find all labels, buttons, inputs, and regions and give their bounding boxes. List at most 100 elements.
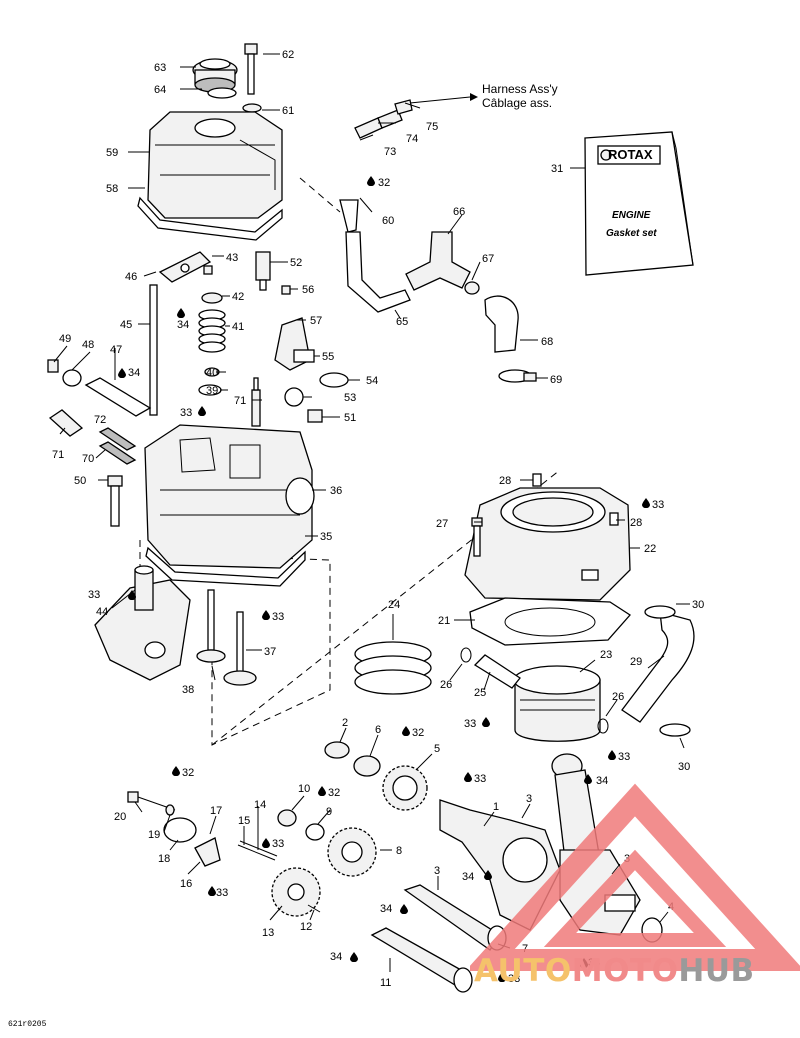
callout: 28 [499, 475, 511, 487]
callout: 61 [282, 105, 294, 117]
callout: 49 [59, 333, 71, 345]
callout: 28 [630, 517, 642, 529]
clamp-69 [498, 369, 537, 383]
callout: 3 [434, 865, 440, 877]
push-rod [149, 284, 158, 416]
plug-left [47, 359, 82, 387]
drop-icon [262, 610, 270, 620]
washer-9 [305, 823, 325, 841]
callout: 2 [342, 717, 348, 729]
callout: 50 [74, 475, 86, 487]
callout: 74 [406, 133, 418, 145]
piston [513, 665, 601, 742]
drop-icon [177, 308, 185, 318]
callout: 53 [344, 392, 356, 404]
dowel-28b [609, 512, 619, 526]
temp-sensor [48, 409, 84, 437]
nut-6 [353, 755, 381, 777]
callout: 43 [226, 252, 238, 264]
callout: 42 [232, 291, 244, 303]
callout: 41 [232, 321, 244, 333]
callout: 1 [493, 801, 499, 813]
callout: 6 [375, 724, 381, 736]
dowel-28a [532, 473, 542, 487]
callout: 35 [320, 531, 332, 543]
callout: 11 [380, 977, 391, 989]
head-gasket [145, 546, 306, 587]
dowel-pins [98, 427, 137, 465]
watermark-moto: MOTO [571, 953, 679, 989]
cylinder-base-gasket [469, 597, 631, 646]
callout: 32 [182, 767, 194, 779]
washer-19 [165, 804, 175, 816]
crankshaft [439, 799, 561, 931]
valve-cover [147, 111, 283, 219]
callout: 3 [526, 793, 532, 805]
callout: 32 [328, 787, 340, 799]
gear-13 [271, 867, 321, 917]
sensor-52 [255, 251, 271, 291]
callout: 31 [551, 163, 563, 175]
oil-filler-cap [192, 58, 238, 93]
callout-numbers: 62 63 64 61 59 58 75 74 73 31 32 60 66 6… [52, 49, 704, 989]
drop-icon [482, 717, 490, 727]
intake-valve [196, 589, 226, 663]
booklet-title: ENGINE [612, 210, 651, 221]
oring-54 [319, 372, 349, 388]
callout: 44 [96, 606, 108, 618]
gear-5 [382, 765, 428, 811]
callout: 19 [148, 829, 160, 841]
callout: 56 [302, 284, 314, 296]
callout: 33 [180, 407, 192, 419]
drop-icon [608, 750, 616, 760]
spark-plug [251, 377, 261, 427]
clamp-30a [644, 605, 676, 619]
circlip-26b [597, 718, 609, 734]
watermark-triangle-logo [470, 783, 800, 971]
stud-27 [471, 517, 483, 557]
callout: 15 [238, 815, 250, 827]
callout: 9 [326, 806, 332, 818]
callout: 75 [426, 121, 438, 133]
callout: 33 [216, 887, 228, 899]
callout: 12 [300, 921, 312, 933]
tee-fitting [405, 231, 471, 291]
callout: 34 [380, 903, 392, 915]
valve-cover-gasket [137, 196, 283, 241]
callout: 26 [612, 691, 624, 703]
booklet-brand: ROTAX [608, 147, 653, 162]
callout: 38 [182, 684, 194, 696]
clamp-30b [659, 723, 691, 737]
cap-oring [207, 87, 237, 99]
lever-16 [194, 837, 221, 867]
callout: 18 [158, 853, 170, 865]
hose-29 [621, 611, 695, 723]
drop-icon [400, 904, 408, 914]
callout: 55 [322, 351, 334, 363]
callout: 34 [462, 871, 474, 883]
cap-67 [464, 281, 480, 295]
hose-68 [484, 295, 519, 353]
callout: 25 [474, 687, 486, 699]
piston-rings [354, 641, 432, 695]
callout: 32 [378, 177, 390, 189]
callout: 33 [618, 751, 630, 763]
thermostat-housing [274, 317, 315, 371]
document-number: 621r0205 [8, 1020, 47, 1029]
callout: 13 [262, 927, 274, 939]
drop-icon [208, 886, 216, 896]
drop-icon [172, 766, 180, 776]
callout: 34 [330, 951, 342, 963]
callout: 71 [52, 449, 64, 461]
rocker-shaft [84, 377, 152, 417]
pin-12 [307, 904, 321, 913]
callout: 8 [396, 845, 402, 857]
callout: 33 [88, 589, 100, 601]
callout: 69 [550, 374, 562, 386]
cover-bolt [244, 43, 258, 95]
callout: 16 [180, 878, 192, 890]
callout: 67 [482, 253, 494, 265]
drop-icon [367, 176, 375, 186]
callout: 26 [440, 679, 452, 691]
callout: 24 [388, 599, 400, 611]
